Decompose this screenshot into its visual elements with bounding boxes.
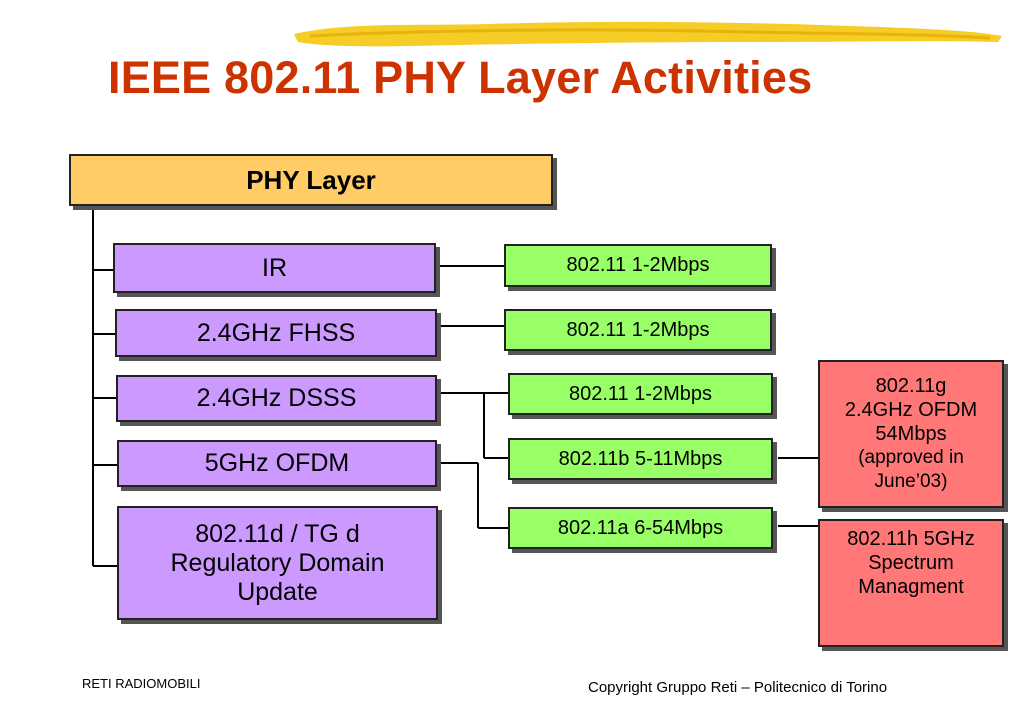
slide-title: IEEE 802.11 PHY Layer Activities xyxy=(108,52,813,103)
ext-g-line3: 54Mbps xyxy=(875,423,947,445)
phy-layer-label: PHY Layer xyxy=(246,164,376,195)
ext-h-text: 802.11h 5GHz Spectrum Managment xyxy=(847,528,975,598)
standard-box-80211a: 802.11a 6-54Mbps xyxy=(508,507,773,549)
phy-option-label: IR xyxy=(262,253,287,282)
phy-option-fhss: 2.4GHz FHSS xyxy=(115,309,437,357)
extension-box-80211g: 802.11g 2.4GHz OFDM 54Mbps (approved in … xyxy=(818,360,1004,508)
phy-option-regulatory: 802.11d / TG d Regulatory Domain Update xyxy=(117,506,438,620)
footer-copyright: Copyright Gruppo Reti – Politecnico di T… xyxy=(588,679,888,696)
standard-label: 802.11 1-2Mbps xyxy=(566,318,710,341)
extension-box-80211h: 802.11h 5GHz Spectrum Managment xyxy=(818,519,1004,647)
standard-label: 802.11a 6-54Mbps xyxy=(557,516,724,539)
phy-option-dsss: 2.4GHz DSSS xyxy=(116,375,437,422)
standard-box-fhss: 802.11 1-2Mbps xyxy=(504,309,772,351)
ext-g-line1: 802.11g xyxy=(875,375,947,397)
phy-option-ir: IR xyxy=(113,243,436,293)
phy-layer-box: PHY Layer xyxy=(69,154,553,206)
standard-box-ir: 802.11 1-2Mbps xyxy=(504,244,772,287)
phy-option-label: 2.4GHz DSSS xyxy=(196,384,357,412)
standard-box-dsss: 802.11 1-2Mbps xyxy=(508,373,773,415)
phy-option-label: 2.4GHz FHSS xyxy=(196,318,356,347)
phy-option-label: 5GHz OFDM xyxy=(204,449,350,477)
standard-label: 802.11 1-2Mbps xyxy=(568,382,713,405)
ext-g-line2: 2.4GHz OFDM xyxy=(844,399,978,421)
standard-box-80211b: 802.11b 5-11Mbps xyxy=(508,438,773,480)
footer-course-name: RETI RADIOMOBILI xyxy=(82,676,201,691)
phy-option-ofdm: 5GHz OFDM xyxy=(117,440,437,487)
standard-label: 802.11 1-2Mbps xyxy=(566,254,710,276)
phy-option-label: 802.11d / TG d Regulatory Domain Update xyxy=(170,519,385,606)
standard-label: 802.11b 5-11Mbps xyxy=(558,447,723,470)
brush-stroke-decoration xyxy=(294,21,1002,47)
ext-g-note: (approved in June’03) xyxy=(858,447,964,492)
